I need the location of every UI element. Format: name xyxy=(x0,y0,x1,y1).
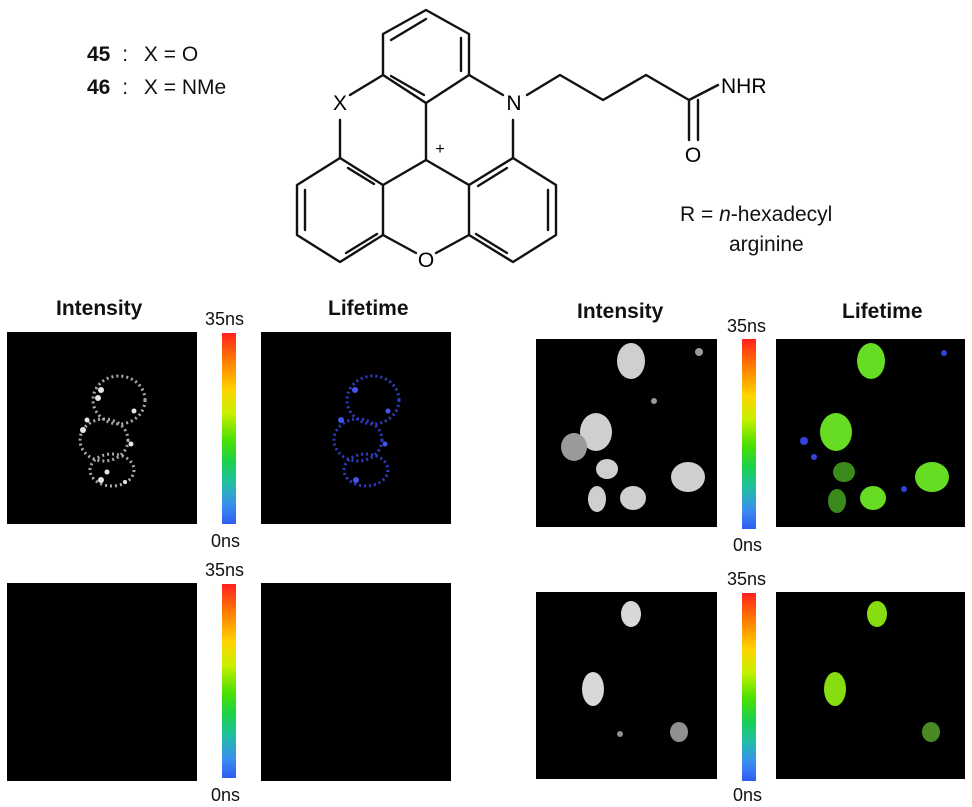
compound-46-label: 46 : X = NMe xyxy=(87,77,226,98)
left-bottom-color-scale xyxy=(222,584,236,778)
top-ring xyxy=(381,8,471,105)
left-top-color-scale xyxy=(222,333,236,524)
left-bottom-intensity-image xyxy=(7,583,197,781)
right-intensity-header: Intensity xyxy=(577,300,664,323)
substituent-definition: R = n-hexadecyl xyxy=(680,204,832,225)
atom-x: X xyxy=(333,92,347,115)
left-top-lifetime-image xyxy=(261,332,451,524)
left-top-scale-min: 0ns xyxy=(211,531,241,551)
bond-ring-n xyxy=(467,73,505,97)
left-bottom-scale-min: 0ns xyxy=(211,785,241,805)
compound-45-label: 45 : X = O xyxy=(87,44,198,65)
left-top-intensity-image xyxy=(7,332,197,524)
right-lifetime-header: Lifetime xyxy=(842,300,923,323)
substituent-italic: n xyxy=(719,203,731,226)
right-top-intensity-cells xyxy=(561,343,705,512)
left-bottom-scale-max: 35ns xyxy=(205,560,245,580)
right-top-color-scale xyxy=(742,339,756,529)
atom-n: N xyxy=(506,92,521,115)
atom-o-ring: O xyxy=(418,249,434,272)
compound-45-number: 45 xyxy=(87,43,111,66)
right-bottom-scale-max: 35ns xyxy=(727,569,767,589)
left-top-intensity-cells xyxy=(78,374,147,488)
substituent-arginine: arginine xyxy=(729,233,804,256)
right-top-scale-max: 35ns xyxy=(727,316,767,336)
right-bottom-color-scale xyxy=(742,593,756,781)
left-top-scale-max: 35ns xyxy=(205,309,245,329)
compound-46-formula: X = NMe xyxy=(143,76,227,99)
lower-left-ring xyxy=(295,156,385,264)
charge-plus: + xyxy=(435,141,444,158)
compound-45-sep: : xyxy=(122,43,129,66)
right-top-intensity-image xyxy=(536,339,717,527)
compound-46-sep: : xyxy=(122,76,129,99)
lower-right-ring xyxy=(467,156,558,264)
right-bottom-lifetime-image xyxy=(776,592,965,779)
substituent-prefix: R = xyxy=(680,203,720,226)
right-bottom-lifetime-cells xyxy=(824,601,940,742)
side-chain xyxy=(525,73,720,102)
right-bottom-intensity-cells xyxy=(582,601,688,742)
bond-o-right xyxy=(434,233,471,255)
left-bottom-lifetime-image xyxy=(261,583,451,781)
right-bottom-intensity-image xyxy=(536,592,717,779)
atom-o-carbonyl: O xyxy=(685,144,701,167)
bond-o-left xyxy=(381,233,418,255)
bond-ring-x xyxy=(348,73,385,97)
amide-nhr: NHR xyxy=(721,75,767,98)
left-intensity-header: Intensity xyxy=(56,297,143,320)
substituent-rest: -hexadecyl xyxy=(730,203,833,226)
chemical-structure: X N O O + NHR xyxy=(295,8,767,272)
left-lifetime-header: Lifetime xyxy=(328,297,409,320)
right-top-scale-min: 0ns xyxy=(733,535,763,555)
right-bottom-scale-min: 0ns xyxy=(733,785,763,805)
compound-45-formula: X = O xyxy=(143,43,199,66)
right-top-lifetime-image xyxy=(776,339,965,527)
compound-46-number: 46 xyxy=(87,76,111,99)
right-top-lifetime-cells xyxy=(800,343,949,513)
left-top-lifetime-cells xyxy=(332,374,401,488)
